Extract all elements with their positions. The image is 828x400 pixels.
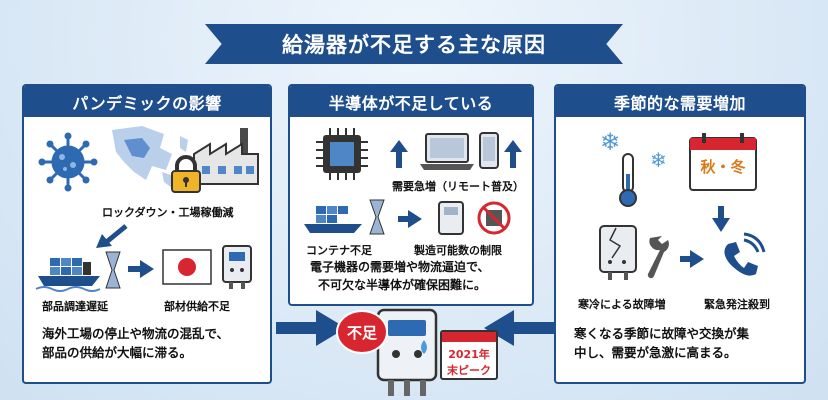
factory-icon xyxy=(193,128,259,185)
smartphone-icon xyxy=(479,132,499,169)
semiconductor-description-line2: 不可欠な半導体が確保困難に。 xyxy=(318,278,487,292)
panel-semiconductor: 半導体が不足している 需要急増（リモート普及） xyxy=(288,84,534,306)
arrow-right-icon xyxy=(128,260,154,278)
shortage-badge: 不足 xyxy=(338,312,386,352)
seasonal-description-line1: 寒くなる季節に故障や交換が集 xyxy=(574,326,750,341)
peak-calendar-year: 2021年 xyxy=(448,348,490,361)
title-banner: 給湯器が不足する主な原因 xyxy=(205,24,623,64)
season-calendar-text: 秋・冬 xyxy=(700,158,746,176)
virus-icon xyxy=(38,132,98,192)
snowflake-icon-2: ❄ xyxy=(650,148,667,172)
broken-water-heater-icon xyxy=(599,225,637,280)
thermometer-icon xyxy=(619,153,637,207)
wrench-icon xyxy=(647,236,669,279)
water-heater-icon xyxy=(438,201,464,235)
japan-flag-icon xyxy=(162,249,212,285)
semiconductor-description-line1: 電子機器の需要増や物流逼迫で、 xyxy=(310,260,490,274)
arrow-right-panel-to-center-icon xyxy=(484,310,554,346)
laptop-icon xyxy=(420,133,474,170)
chip-icon xyxy=(316,128,368,180)
calendar-icon xyxy=(689,133,757,191)
arrow-right-icon xyxy=(680,250,704,268)
panel-seasonal: 季節的な需要増加 ❄ ❄ 秋・冬 寒冷による故障増 緊急発注殺到 寒くなる xyxy=(554,84,806,384)
pandemic-description-line2: 部品の供給が大幅に滞る。 xyxy=(42,345,193,360)
demand-surge-label: 需要急増（リモート普及） xyxy=(392,180,524,193)
panel-pandemic-header: パンデミックの影響 xyxy=(24,86,270,117)
panel-semiconductor-header: 半導体が不足している xyxy=(290,86,532,117)
cargo-ship-icon xyxy=(35,258,101,292)
peak-calendar-label: 末ピーク xyxy=(447,364,491,377)
peak-calendar: 2021年 末ピーク xyxy=(440,330,498,380)
panel-pandemic: パンデミックの影響 xyxy=(22,84,272,384)
no-chip-icon xyxy=(477,201,511,235)
page-title: 給湯器が不足する主な原因 xyxy=(205,24,623,64)
arrow-up-icon-2 xyxy=(504,140,522,168)
arrow-up-icon xyxy=(390,140,408,168)
parts-delay-label: 部品調達遅延 xyxy=(42,300,108,313)
phone-ringing-icon xyxy=(724,232,766,276)
cargo-ship-icon xyxy=(304,206,362,233)
arrow-down-icon xyxy=(712,206,730,232)
seasonal-description-line2: 中し、需要が急激に高まる。 xyxy=(574,345,737,360)
arrow-right-icon xyxy=(398,210,422,228)
peak-calendar-header xyxy=(442,332,496,342)
container-shortage-label: コンテナ不足 xyxy=(306,244,372,257)
emergency-orders-label: 緊急発注殺到 xyxy=(704,298,770,311)
pandemic-description-line1: 海外工場の停止や物流の混乱で、 xyxy=(42,326,230,341)
panel-seasonal-header: 季節的な需要増加 xyxy=(556,86,804,117)
arrow-down-left-icon xyxy=(96,224,128,248)
production-limit-label: 製造可能数の制限 xyxy=(414,244,502,257)
material-shortage-label: 部材供給不足 xyxy=(164,300,230,313)
snowflake-icon: ❄ xyxy=(600,128,621,156)
bottleneck-icon xyxy=(105,251,121,289)
bottleneck-icon xyxy=(369,199,385,235)
central-water-heater-icon xyxy=(376,308,438,396)
water-heater-icon xyxy=(222,245,252,289)
cold-failure-label: 寒冷による故障増 xyxy=(578,298,666,311)
arrow-left-panel-to-center-icon xyxy=(276,310,346,346)
lockdown-label: ロックダウン・工場稼働減 xyxy=(102,206,234,219)
padlock-icon xyxy=(171,155,201,193)
